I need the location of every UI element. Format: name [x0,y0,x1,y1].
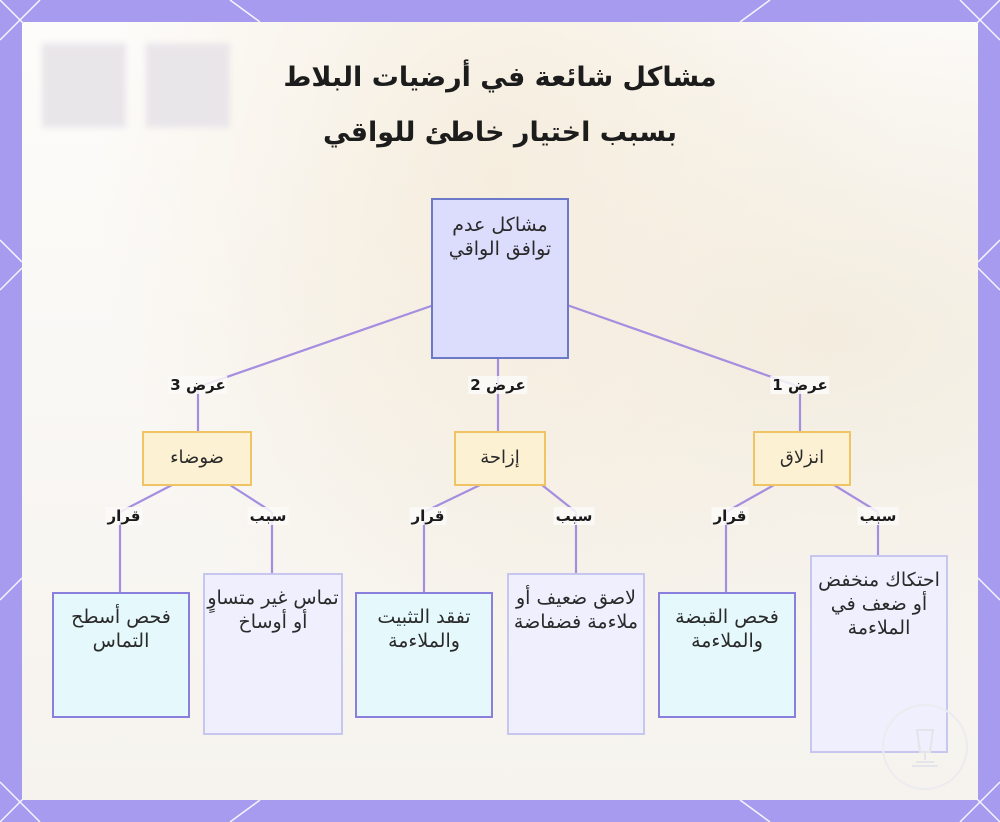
edge-label-branch-1: عرض 1 [770,376,829,394]
cause-label-branch-2: سبب [554,507,595,525]
title-line-1: مشاكل شائعة في أرضيات البلاط [22,62,978,93]
symptom-node-branch-3: ضوضاء [142,431,252,486]
title-line-2: بسبب اختيار خاطئ للواقي [22,117,978,148]
edge-root-branch-3 [198,305,434,387]
decision-label-branch-2: قرار [410,507,447,525]
root-node: مشاكل عدم توافق الواقي [431,198,569,359]
symptom-node-branch-2: إزاحة [454,431,546,486]
decision-node-branch-3: فحص أسطح التماس [52,592,190,718]
edge-label-branch-2: عرض 2 [468,376,527,394]
symptom-node-branch-1: انزلاق [753,431,851,486]
cause-label-branch-3: سبب [248,507,289,525]
decision-label-branch-1: قرار [712,507,749,525]
cause-label-branch-1: سبب [858,507,899,525]
edge-label-branch-3: عرض 3 [168,376,227,394]
cause-node-branch-3: تماس غير متساوٍ أو أوساخ [203,573,343,735]
decision-node-branch-2: تفقد التثبيت والملاءمة [355,592,493,718]
cause-node-branch-2: لاصق ضعيف أو ملاءمة فضفاضة [507,573,645,735]
diagram-panel: ■■ مشاكل شائعة في أرضيات البلاط بسبب اخت… [22,22,978,800]
edge-root-branch-1 [567,305,800,387]
decision-node-branch-1: فحص القبضة والملاءمة [658,592,796,718]
decision-label-branch-3: قرار [106,507,143,525]
award-badge-icon [882,704,968,790]
